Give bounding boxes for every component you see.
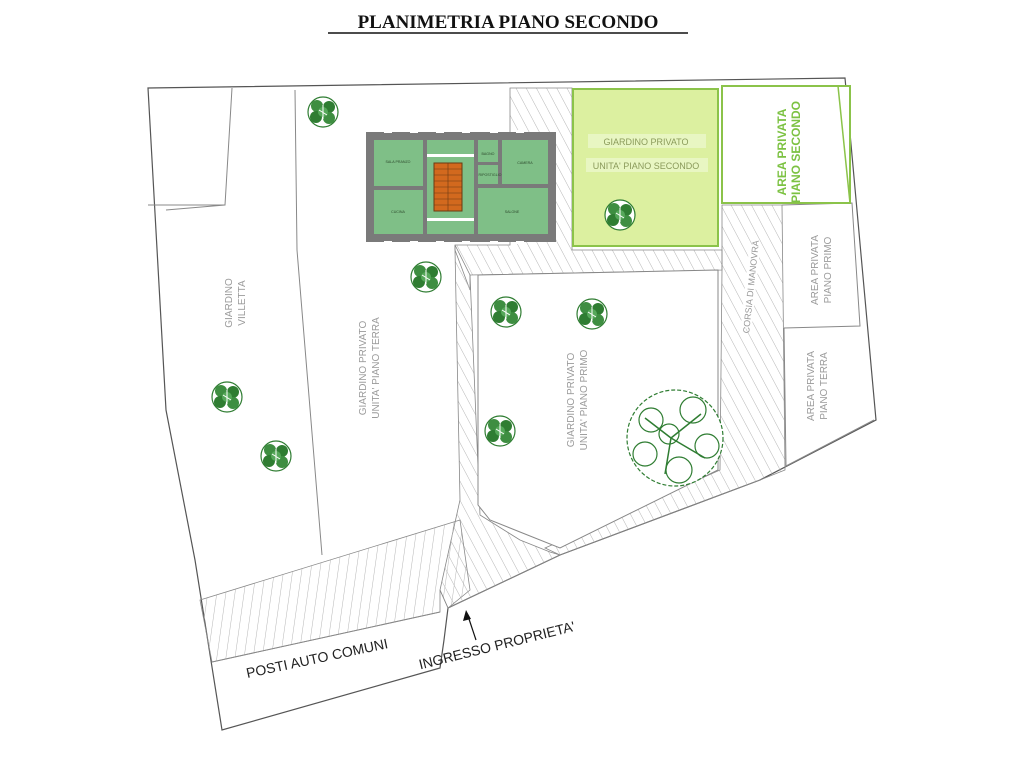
room-sala-pranzo: SALA PRANZO [386, 160, 411, 164]
label-giardino-terra: GIARDINO PRIVATO UNITA' PIANO TERRA [358, 317, 382, 419]
svg-text:VILLETTA: VILLETTA [237, 280, 248, 326]
svg-text:GIARDINO: GIARDINO [224, 278, 235, 328]
tree-icon [260, 440, 292, 472]
tree-icon [490, 296, 522, 328]
label-area-privata-terra: AREA PRIVATA PIANO TERRA [806, 351, 830, 421]
svg-text:AREA PRIVATA: AREA PRIVATA [806, 351, 817, 421]
svg-text:UNITA' PIANO TERRA: UNITA' PIANO TERRA [371, 317, 382, 419]
label-giardino-secondo: GIARDINO PRIVATO UNITA' PIANO SECONDO [586, 134, 708, 172]
room-salone: SALONE [505, 210, 520, 214]
room-bagno: BAGNO [482, 152, 495, 156]
driveway-right [544, 204, 786, 556]
svg-text:GIARDINO PRIVATO: GIARDINO PRIVATO [358, 321, 369, 416]
large-tree-icon [626, 389, 724, 487]
label-area-privata-primo: AREA PRIVATA PIANO PRIMO [810, 235, 834, 305]
area-privata-secondo-divider [837, 85, 851, 204]
entrance-arrow-icon [463, 610, 477, 641]
tree-icon [410, 261, 442, 293]
label-giardino-villetta: GIARDINO VILLETTA [224, 278, 248, 328]
boundary-villetta-terra [294, 89, 323, 556]
svg-text:PIANO SECONDO: PIANO SECONDO [789, 101, 803, 203]
tree-icon [576, 298, 608, 330]
tree-icon [604, 199, 636, 231]
tree-icon [211, 381, 243, 413]
svg-text:PIANO PRIMO: PIANO PRIMO [823, 236, 834, 303]
svg-text:PIANO TERRA: PIANO TERRA [819, 352, 830, 420]
boundary-villetta [148, 87, 233, 211]
label-area-privata-secondo: AREA PRIVATA PIANO SECONDO [775, 101, 803, 203]
building: SALA PRANZO CUCINA BAGNO RIPOSTIGLIO CAM… [366, 130, 556, 244]
area-privata-secondo [721, 85, 851, 204]
svg-text:UNITA' PIANO SECONDO: UNITA' PIANO SECONDO [593, 161, 700, 171]
svg-text:AREA PRIVATA: AREA PRIVATA [810, 235, 821, 305]
svg-text:AREA PRIVATA: AREA PRIVATA [775, 108, 789, 195]
boundary-posti-auto [211, 611, 441, 663]
room-ripostiglio: RIPOSTIGLIO [479, 173, 502, 177]
label-giardino-primo: GIARDINO PRIVATO UNITA' PIANO PRIMO [566, 349, 590, 450]
tree-icon [307, 96, 339, 128]
tree-icon [484, 415, 516, 447]
page-title: PLANIMETRIA PIANO SECONDO [358, 12, 659, 33]
svg-text:UNITA' PIANO PRIMO: UNITA' PIANO PRIMO [579, 349, 590, 450]
room-cucina: CUCINA [391, 210, 405, 214]
svg-text:GIARDINO PRIVATO: GIARDINO PRIVATO [566, 353, 577, 448]
svg-text:GIARDINO PRIVATO: GIARDINO PRIVATO [603, 137, 688, 147]
room-camera: CAMERA [517, 161, 533, 165]
